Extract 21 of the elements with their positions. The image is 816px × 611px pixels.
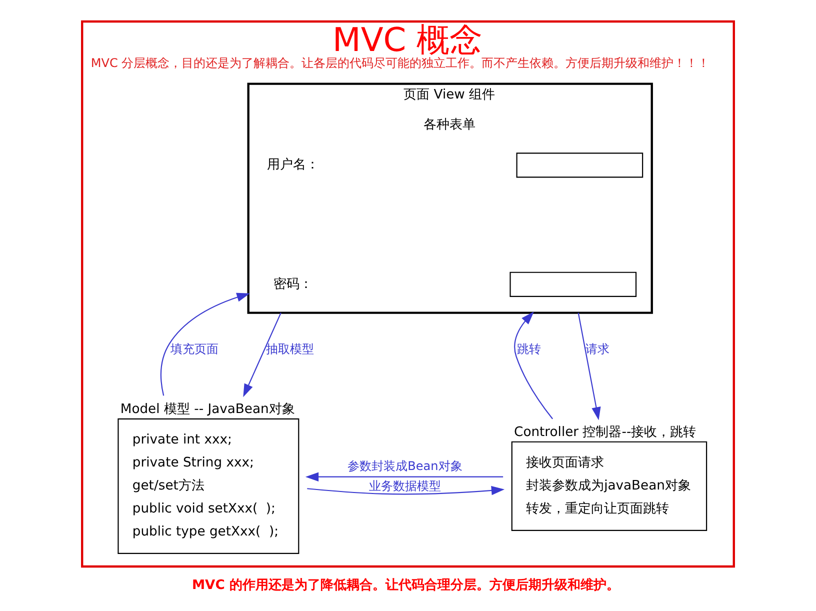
edge-label: 请求 [586, 342, 610, 356]
node-box: 接收页面请求 封装参数成为javaBean对象 转发，重定向让页面跳转 [511, 441, 708, 531]
node-box: private int xxx; private String xxx; get/set方法 public void setXxx( ); public type getXxx( ); [118, 418, 300, 554]
node-text: 用户名： [267, 158, 320, 173]
caption: MVC 的作用还是为了降低耦合。让代码合理分层。方便后期升级和维护。 [192, 578, 620, 594]
arrow [578, 312, 601, 420]
node-label: Model 模型 -- JavaBean对象 [120, 402, 295, 417]
edge-label: 参数封装成Bean对象 [348, 459, 462, 474]
node-box [516, 152, 644, 178]
arrow [160, 292, 250, 396]
edge-label: 填充页面 [170, 342, 219, 356]
node-label: Controller 控制器--接收，跳转 [514, 424, 696, 440]
arrow [307, 486, 505, 496]
edge-label: 业务数据模型 [368, 478, 441, 493]
arrow [514, 312, 554, 420]
node-box [510, 272, 637, 297]
edge-label: 跳转 [516, 342, 541, 356]
edge-label: 抽取模型 [266, 342, 314, 356]
arrow [243, 312, 282, 398]
node-text: 密码： [274, 276, 313, 292]
arrow [305, 472, 504, 482]
